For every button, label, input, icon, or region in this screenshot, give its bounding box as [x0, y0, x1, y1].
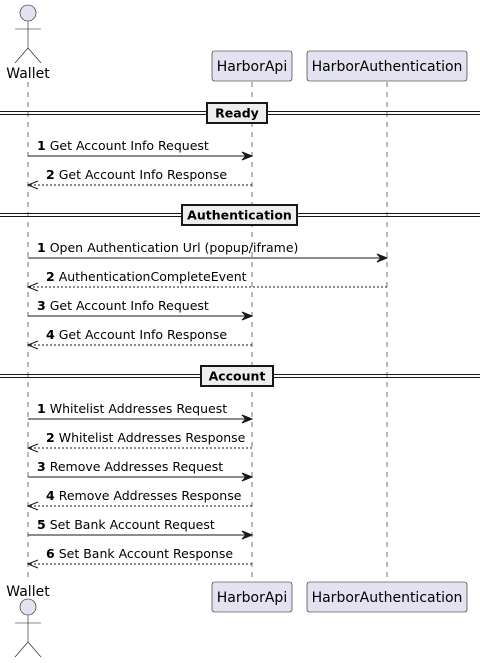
actor-wallet-top-icon — [14, 4, 42, 64]
participant-harborapi-top-label: HarborApi — [217, 59, 287, 75]
message-text: AuthenticationCompleteEvent — [59, 269, 247, 284]
message-text: Set Bank Account Response — [59, 546, 234, 561]
message-arrowhead-open — [26, 340, 39, 350]
message-label: 3 Get Account Info Request — [37, 298, 209, 313]
divider-box — [206, 102, 268, 124]
divider-box — [200, 365, 274, 387]
message-number: 5 — [37, 517, 46, 532]
message-arrowhead-filled — [241, 472, 254, 482]
message-number: 2 — [46, 269, 55, 284]
section-title: Ready — [215, 106, 259, 121]
message-1-4: 4 Get Account Info Response — [28, 327, 252, 346]
message-text: Open Authentication Url (popup/iframe) — [50, 240, 299, 255]
message-0-2: 2 Get Account Info Response — [28, 167, 252, 186]
message-text: Set Bank Account Request — [50, 517, 215, 532]
message-number: 3 — [37, 298, 46, 313]
section-divider-account: Account — [0, 365, 480, 387]
message-number: 3 — [37, 459, 46, 474]
message-arrowhead-filled — [241, 151, 254, 161]
message-number: 2 — [46, 430, 55, 445]
message-0-1: 1 Get Account Info Request — [28, 138, 252, 157]
message-arrowhead-open — [26, 559, 39, 569]
actor-leg-right — [27, 641, 42, 658]
message-2-6: 6 Set Bank Account Response — [28, 546, 252, 565]
participant-wallet-bottom-label: Wallet — [6, 584, 50, 600]
section-divider-ready: Ready — [0, 102, 480, 124]
message-arrowhead-open — [26, 282, 39, 292]
message-2-5: 5 Set Bank Account Request — [28, 517, 252, 536]
message-1-3: 3 Get Account Info Request — [28, 298, 252, 317]
message-label: 3 Remove Addresses Request — [37, 459, 223, 474]
message-label: 2 Get Account Info Response — [46, 167, 227, 182]
message-label: 2 Whitelist Addresses Response — [46, 430, 246, 445]
participant-harborapi-top-box — [211, 50, 293, 82]
message-label: 1 Open Authentication Url (popup/iframe) — [37, 240, 298, 255]
message-arrowhead-filled — [376, 253, 389, 263]
message-text: Whitelist Addresses Response — [59, 430, 246, 445]
message-number: 1 — [37, 401, 46, 416]
message-2-3: 3 Remove Addresses Request — [28, 459, 252, 478]
message-arrowhead-filled — [241, 311, 254, 321]
participant-harborauth-bottom-box — [306, 581, 468, 613]
divider-box — [181, 204, 298, 226]
message-text: Remove Addresses Request — [50, 459, 224, 474]
message-label: 4 Remove Addresses Response — [46, 488, 242, 503]
message-1-1: 1 Open Authentication Url (popup/iframe) — [28, 240, 387, 259]
participant-harborauth-top-box — [306, 50, 468, 82]
participant-harborapi-bottom-box — [211, 581, 293, 613]
message-2-1: 1 Whitelist Addresses Request — [28, 401, 252, 420]
actor-head — [19, 4, 37, 22]
message-2-2: 2 Whitelist Addresses Response — [28, 430, 252, 449]
message-label: 4 Get Account Info Response — [46, 327, 227, 342]
message-number: 2 — [46, 167, 55, 182]
message-text: Whitelist Addresses Request — [50, 401, 228, 416]
actor-head — [19, 598, 37, 616]
actor-wallet-bottom-icon — [14, 598, 42, 658]
message-label: 2 AuthenticationCompleteEvent — [46, 269, 247, 284]
participant-harborauth-bottom-label: HarborAuthentication — [312, 590, 463, 606]
message-number: 1 — [37, 240, 46, 255]
message-1-2: 2 AuthenticationCompleteEvent — [28, 269, 387, 288]
message-arrowhead-filled — [241, 530, 254, 540]
section-divider-authentication: Authentication — [0, 204, 480, 226]
message-label: 1 Get Account Info Request — [37, 138, 209, 153]
participant-harborapi-bottom-label: HarborApi — [217, 590, 287, 606]
message-label: 1 Whitelist Addresses Request — [37, 401, 227, 416]
message-text: Get Account Info Response — [59, 167, 228, 182]
message-number: 6 — [46, 546, 55, 561]
message-arrowhead-open — [26, 180, 39, 190]
message-text: Remove Addresses Response — [59, 488, 242, 503]
message-text: Get Account Info Request — [50, 298, 209, 313]
section-title: Authentication — [187, 208, 292, 223]
message-number: 1 — [37, 138, 46, 153]
message-text: Get Account Info Request — [50, 138, 209, 153]
section-title: Account — [209, 369, 266, 384]
message-label: 6 Set Bank Account Response — [46, 546, 233, 561]
message-arrowhead-open — [26, 443, 39, 453]
actor-leg-right — [27, 47, 42, 64]
actor-leg-left — [14, 47, 29, 64]
message-arrowhead-open — [26, 501, 39, 511]
message-arrowhead-filled — [241, 414, 254, 424]
message-2-4: 4 Remove Addresses Response — [28, 488, 252, 507]
participant-wallet-top-label: Wallet — [6, 66, 50, 82]
message-number: 4 — [46, 327, 55, 342]
message-label: 5 Set Bank Account Request — [37, 517, 215, 532]
message-number: 4 — [46, 488, 55, 503]
actor-leg-left — [14, 641, 29, 658]
message-text: Get Account Info Response — [59, 327, 228, 342]
participant-harborauth-top-label: HarborAuthentication — [312, 59, 463, 75]
